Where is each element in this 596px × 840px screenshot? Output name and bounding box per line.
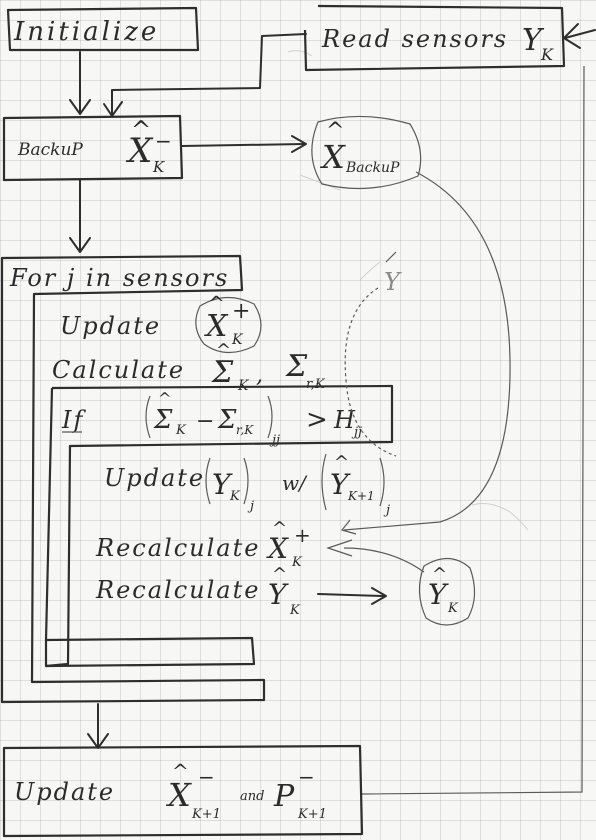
recalc-y-step: Recalculate Y ^ K	[95, 564, 387, 618]
y-k-group-sub: K	[229, 489, 241, 504]
sigma-comma: ,	[256, 363, 263, 388]
update-x-label: Update	[60, 312, 161, 340]
recalc-x-plus: +	[294, 523, 311, 547]
with-label: w/	[282, 471, 308, 495]
cond-sigma-hat-sub: K	[175, 423, 187, 438]
x-backup-bubble: X ^ BackuP	[311, 115, 422, 190]
y-k-group-j: j	[247, 499, 254, 514]
x-hat-minus-symbol: X	[125, 131, 154, 171]
read-sensors-label: Read sensors	[321, 25, 508, 53]
backup-return-curve	[343, 171, 511, 531]
update-y-step: Update Y K j w/ Y ^ K+1 j	[104, 452, 390, 518]
y-hat-bubble: Y ^ K	[343, 547, 476, 626]
read-sensors-step: Read sensors Y K	[303, 4, 596, 72]
x-plus-superscript: +	[232, 299, 250, 324]
initialize-label: Initialize	[13, 17, 159, 47]
svg-text:^: ^	[158, 389, 171, 408]
sigma-r-symbol: Σ	[285, 349, 308, 384]
backup-step: BackuP X ^ − K	[2, 114, 307, 182]
final-update-step: Update X ^ − K+1 and P − K+1	[2, 744, 364, 838]
final-update-label: Update	[14, 778, 115, 806]
recalc-x-sub: K	[291, 555, 303, 570]
y-k-subscript: K	[540, 45, 554, 64]
y-bubble-sub: K	[447, 601, 459, 616]
recalc-y-symbol: Y	[268, 578, 289, 611]
sensor-input-arrowhead	[563, 23, 581, 49]
svg-text:^: ^	[216, 340, 231, 361]
for-loop-block: For j in sensors	[0, 254, 266, 704]
final-x-symbol: X	[165, 776, 192, 814]
svg-text:^: ^	[334, 452, 349, 473]
cond-h: H	[333, 406, 356, 434]
sigma-hat-symbol: Σ	[211, 355, 234, 390]
recalc-x-symbol: X	[266, 532, 289, 565]
recalc-x-label: Recalculate	[95, 534, 260, 562]
loop-return-line	[361, 65, 585, 795]
cond-h-sub: jj	[351, 425, 362, 440]
y-hat-prev-symbol: Y	[330, 468, 351, 501]
final-x-sub: K+1	[191, 807, 221, 822]
final-p-symbol: P	[273, 779, 295, 814]
for-loop-label: For j in sensors	[9, 264, 229, 292]
svg-text:^: ^	[432, 564, 447, 585]
update-x-step: Update X ^ + K	[60, 291, 262, 354]
y-k-group-symbol: Y	[212, 468, 233, 501]
if-label: If	[61, 406, 86, 434]
svg-text:^: ^	[272, 564, 287, 585]
svg-text:^: ^	[131, 116, 151, 144]
final-p-minus: −	[298, 765, 315, 789]
recalc-y-sub: K	[289, 603, 301, 618]
x-minus-superscript: −	[155, 129, 172, 153]
cond-gt: >	[306, 405, 328, 435]
final-x-minus: −	[198, 765, 215, 789]
cond-sigma-hat: Σ	[153, 405, 173, 435]
y-hat-prev-j: j	[383, 503, 390, 518]
y-hat-note-symbol: Y	[384, 268, 402, 296]
and-label: and	[240, 789, 264, 804]
final-p-sub: K+1	[297, 807, 327, 822]
cond-jj-sub: jj	[269, 433, 280, 448]
calculate-label: Calculate	[52, 356, 185, 384]
calculate-step: Calculate Σ ^ K , Σ r,K	[52, 340, 326, 394]
y-hat-prev-sub: K+1	[347, 489, 375, 503]
svg-text:^: ^	[208, 291, 225, 315]
top-connectors	[69, 33, 307, 117]
cond-sigma-r-sub: r,K	[236, 423, 254, 437]
cond-minus: −	[196, 409, 214, 434]
initialize-step: Initialize	[6, 6, 200, 52]
y-bubble-symbol: Y	[428, 578, 449, 611]
svg-text:^: ^	[326, 119, 344, 144]
x-hat-plus-symbol: X	[204, 309, 229, 344]
update-y-label: Update	[104, 464, 205, 492]
y-hat-feedback: Y	[344, 251, 402, 457]
sigma-r-subscript: r,K	[306, 377, 326, 392]
faint-marks	[287, 50, 529, 531]
sensor-input-arrow	[564, 29, 596, 39]
recalc-y-label: Recalculate	[95, 576, 260, 604]
x-k-subscript: K	[152, 158, 165, 176]
x-backup-symbol: X	[319, 138, 346, 176]
svg-text:^: ^	[272, 518, 287, 539]
cond-sigma-r: Σ	[217, 405, 237, 435]
recalc-x-step: Recalculate X ^ + K	[95, 518, 353, 570]
svg-text:^: ^	[172, 759, 189, 783]
y-k-symbol: Y	[522, 23, 545, 58]
if-block: If Σ ^ K − Σ r,K jj > H jj	[44, 384, 394, 668]
x-plus-subscript: K	[231, 332, 244, 348]
x-backup-subscript: BackuP	[345, 160, 400, 176]
backup-label: BackuP	[17, 140, 83, 160]
